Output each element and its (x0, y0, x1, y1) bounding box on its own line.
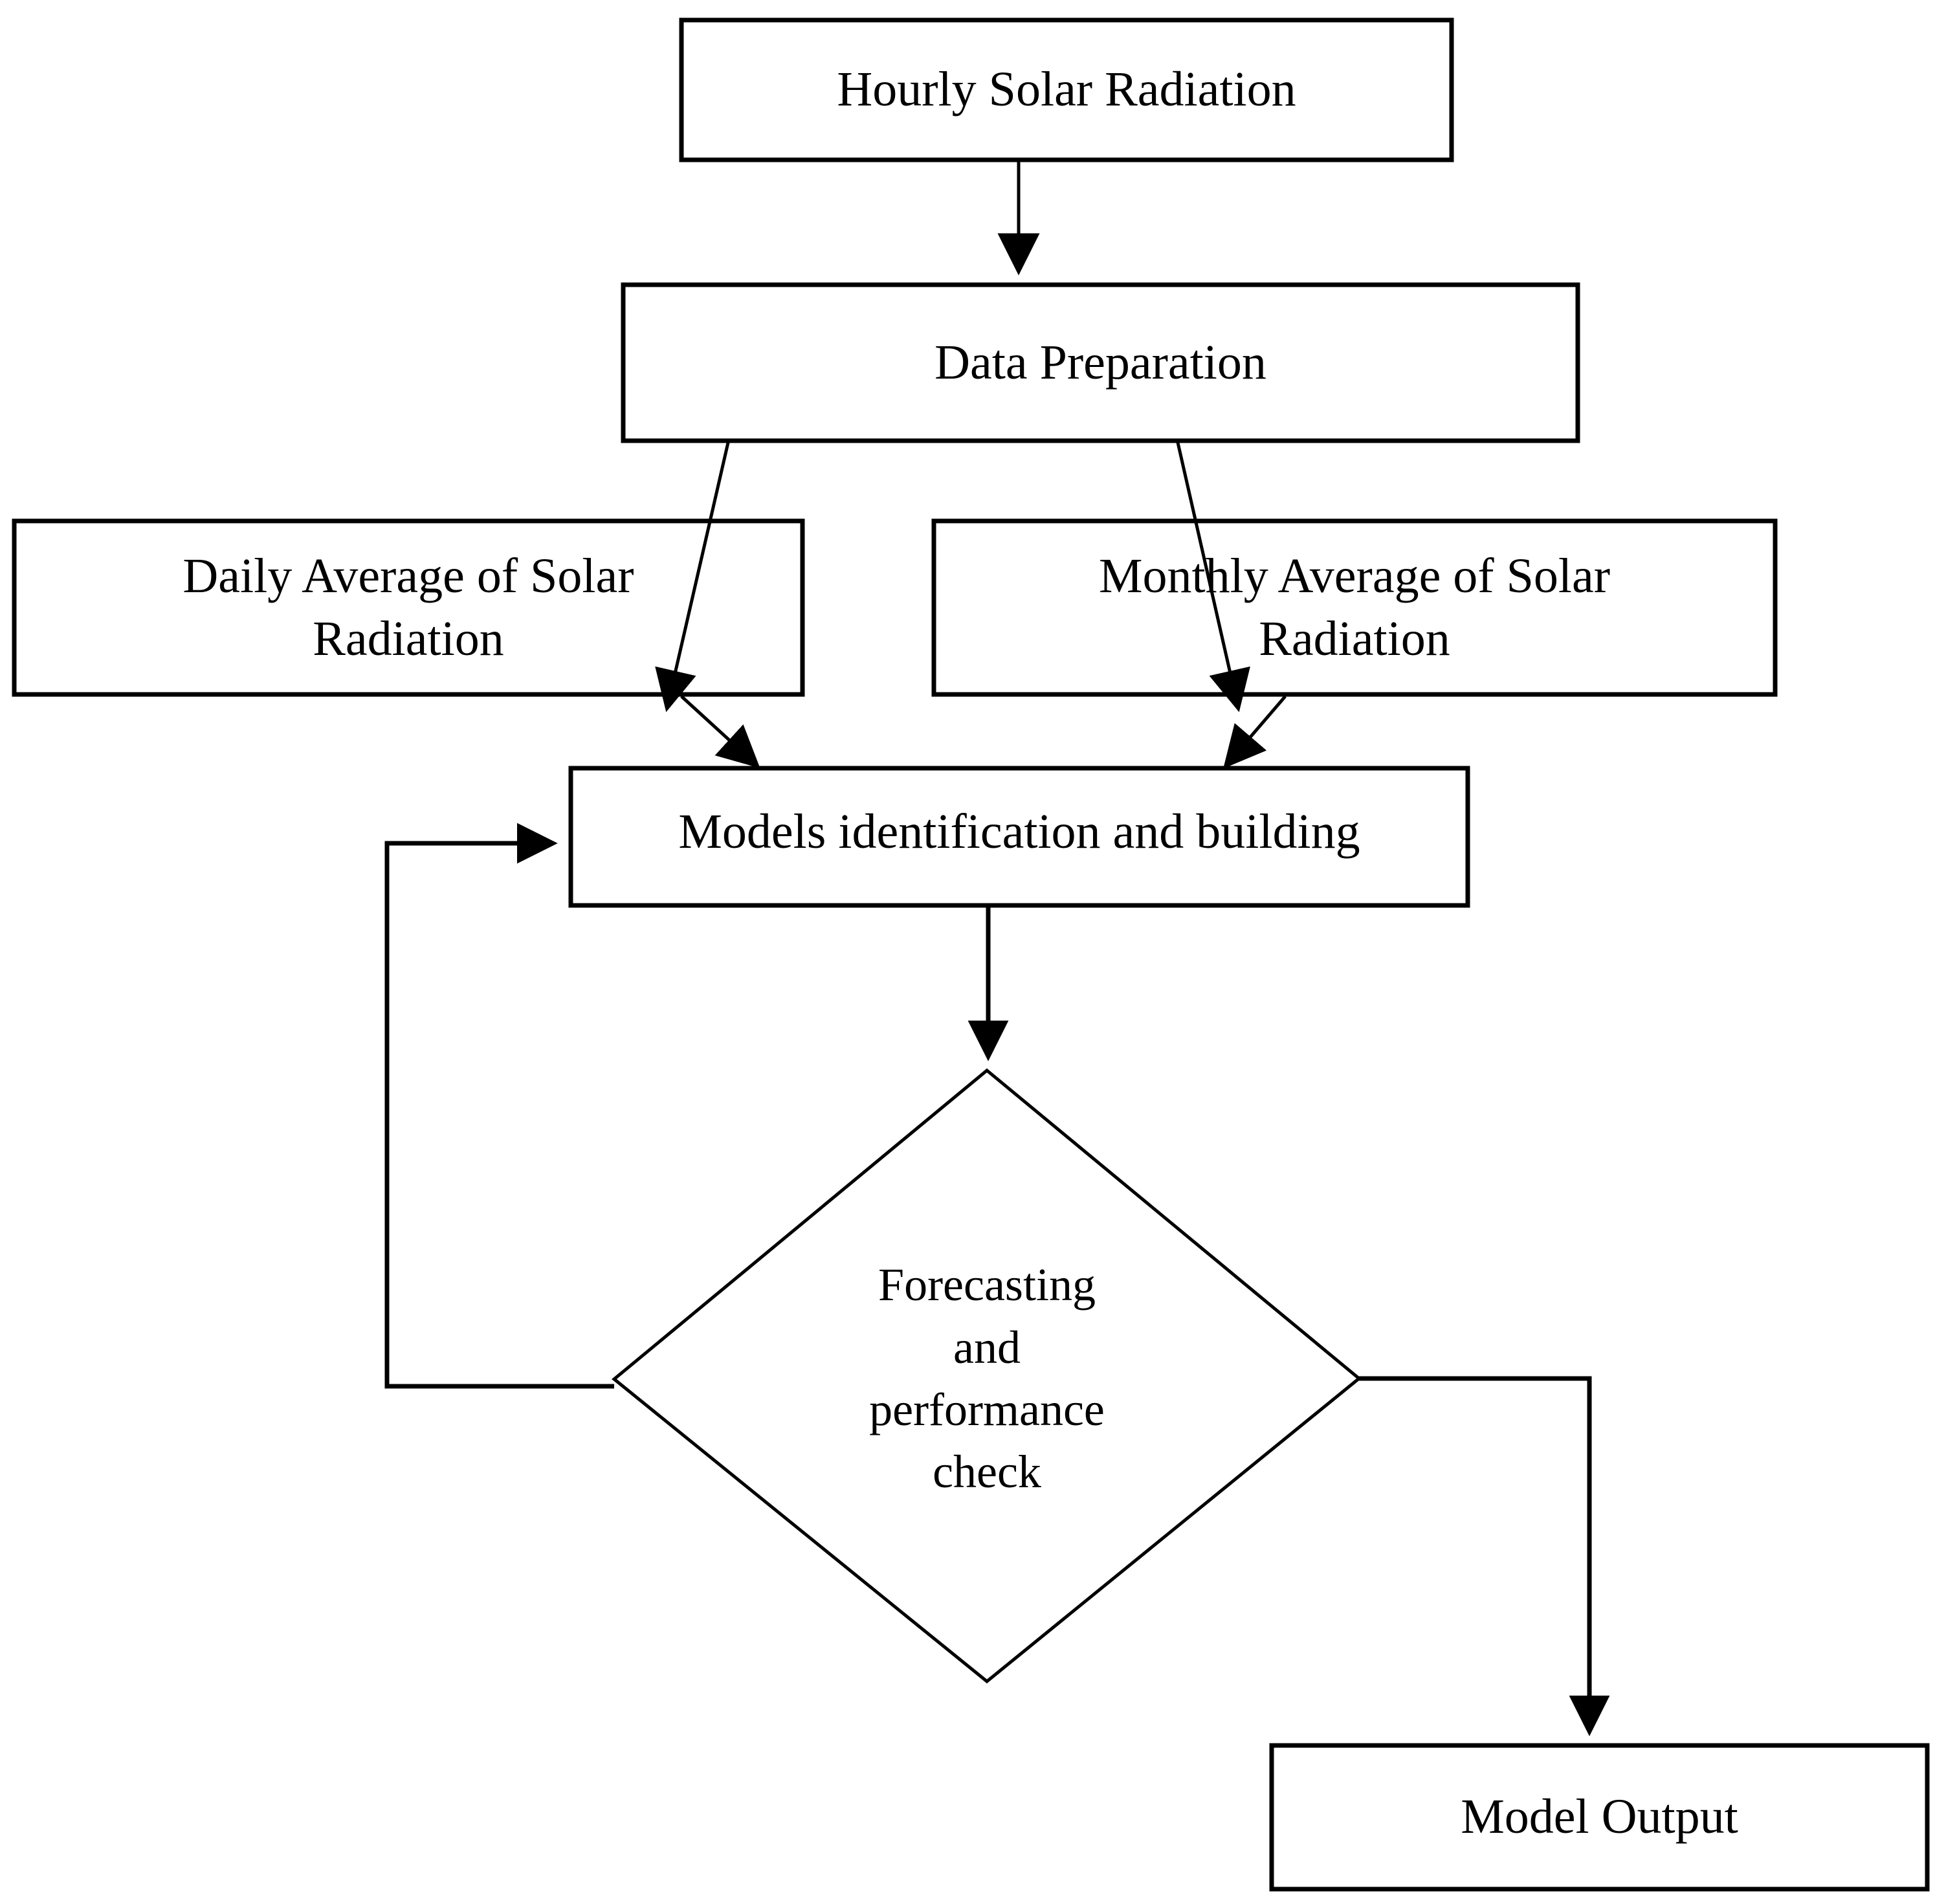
forecasting-check-text-line1: Forecasting (878, 1259, 1096, 1311)
edge-preparation-to-monthly (1176, 442, 1250, 713)
edge-monthly-to-models (1223, 695, 1287, 769)
node-models-identification (568, 766, 1470, 908)
node-model-output (1269, 1743, 1930, 1892)
node-forecasting-check (612, 1068, 1362, 1684)
forecasting-check-text-line3: performance (869, 1384, 1105, 1435)
node-forecasting-check-label: Forecasting and performance check (728, 1204, 1246, 1553)
edge-forecasting-feedback-loop (384, 823, 614, 1389)
forecasting-check-text-line2: and (953, 1321, 1021, 1373)
node-monthly-average (931, 518, 1778, 697)
node-daily-average (12, 518, 805, 697)
node-data-preparation (621, 282, 1580, 443)
edge-forecasting-to-model-output (1359, 1376, 1610, 1736)
node-hourly-solar-radiation (679, 17, 1454, 162)
edge-preparation-to-daily (655, 442, 730, 713)
edge-daily-to-models (680, 695, 760, 769)
forecasting-check-text-line4: check (933, 1446, 1041, 1498)
